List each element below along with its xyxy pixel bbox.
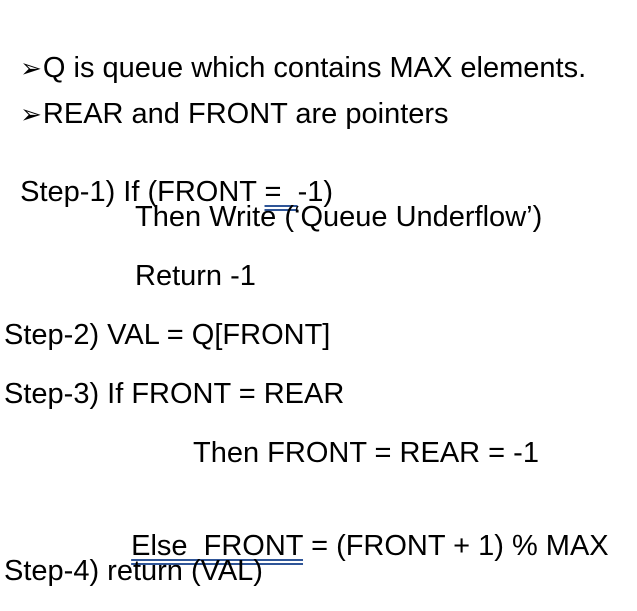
step-1-suffix: -1) — [297, 176, 334, 208]
step-4: Step-4) return (VAL) — [4, 555, 263, 587]
step-1-prefix: Step-1) If (FRONT — [20, 176, 265, 208]
step-1-then: Then Write (‘Queue Underflow’) — [135, 201, 543, 233]
step-3-condition: Step-3) If FRONT = REAR — [4, 378, 345, 410]
step-1-condition: Step-1) If (FRONT = -1) — [4, 141, 333, 209]
step-3-then: Then FRONT = REAR = -1 — [193, 437, 539, 469]
step-1-underlined-operator: = — [264, 176, 298, 208]
bullet-item-queue-definition: ➢Q is queue which contains MAX elements. — [4, 17, 586, 86]
bullet-text: REAR and FRONT are pointers — [42, 98, 449, 130]
bullet-item-pointers: ➢REAR and FRONT are pointers — [4, 63, 449, 132]
step-3-else-rest: = (FRONT + 1) % MAX — [303, 530, 609, 562]
step-1-return: Return -1 — [135, 260, 256, 292]
step-2: Step-2) VAL = Q[FRONT] — [4, 319, 331, 351]
arrow-bullet-icon: ➢ — [20, 54, 42, 84]
bullet-text: Q is queue which contains MAX elements. — [42, 52, 587, 84]
step-3-else-underlined: Else FRONT — [131, 530, 304, 562]
step-3-else: Else FRONT = (FRONT + 1) % MAX — [115, 495, 609, 563]
arrow-bullet-icon: ➢ — [20, 100, 42, 130]
